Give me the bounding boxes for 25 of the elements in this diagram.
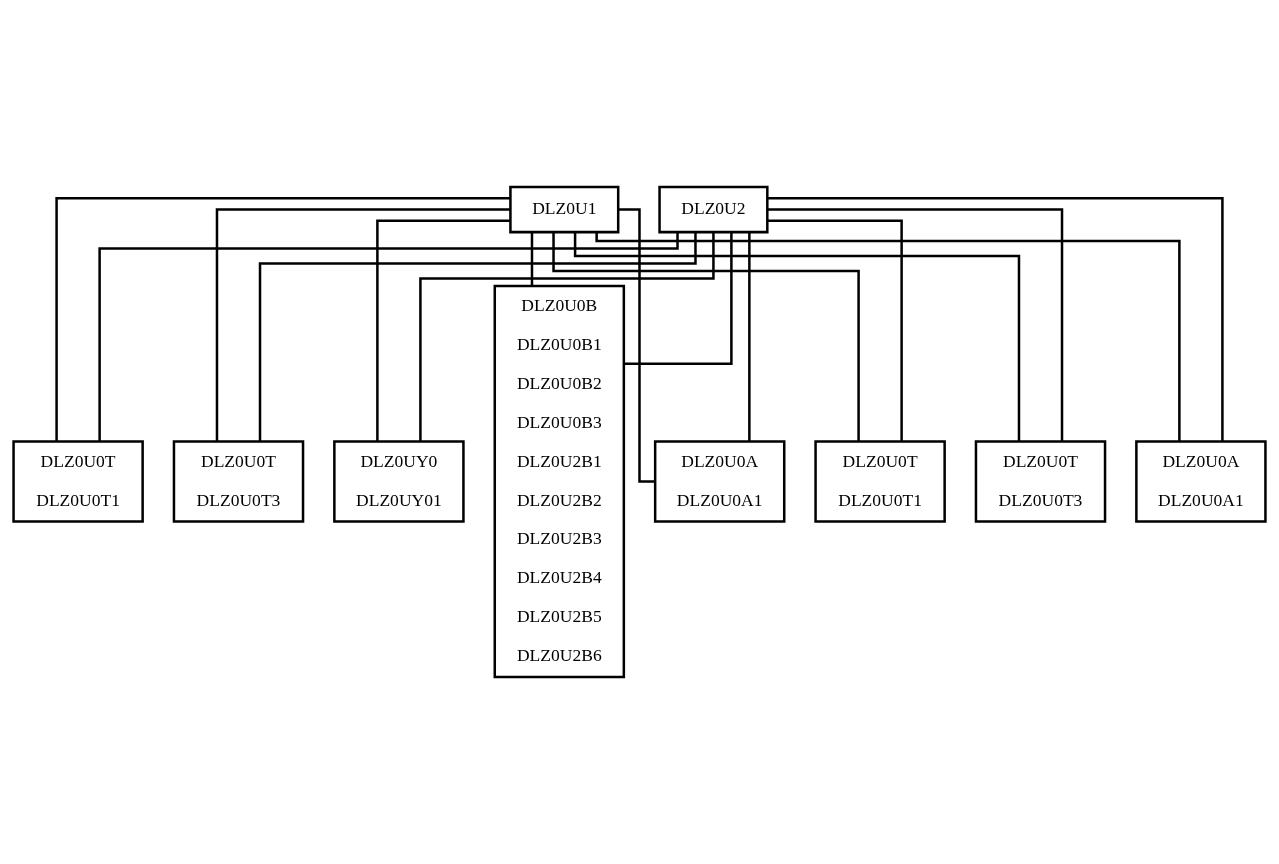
node-box: DLZ0U2 bbox=[658, 185, 769, 234]
connector bbox=[623, 232, 733, 365]
connector bbox=[552, 232, 860, 441]
connector bbox=[215, 208, 511, 442]
connector bbox=[530, 232, 534, 286]
node-box: DLZ0U0T DLZ0U0T3 bbox=[974, 440, 1107, 523]
node-box: DLZ0U0T DLZ0U0T1 bbox=[814, 440, 946, 523]
connector bbox=[376, 219, 511, 442]
connector bbox=[55, 197, 510, 441]
node-box: DLZ0U0A DLZ0U0A1 bbox=[1135, 440, 1267, 523]
connector bbox=[258, 232, 697, 441]
node-box: DLZ0U0T DLZ0U0T3 bbox=[172, 440, 305, 523]
connector bbox=[767, 197, 1224, 441]
connector bbox=[573, 232, 1021, 442]
connector bbox=[767, 219, 903, 442]
node-box: DLZ0U0A DLZ0U0A1 bbox=[653, 440, 786, 523]
node-box: DLZ0U0T DLZ0U0T1 bbox=[12, 440, 144, 523]
connector bbox=[767, 208, 1064, 442]
connector bbox=[98, 232, 679, 441]
node-box: DLZ0UY0 DLZ0UY01 bbox=[333, 440, 465, 523]
connector bbox=[748, 232, 751, 442]
node-box: DLZ0U1 bbox=[509, 185, 620, 234]
node-box: DLZ0U0B DLZ0U0B1 DLZ0U0B2 DLZ0U0B3 DLZ0U2B1 DLZ0U2B2 DLZ0U2B3 DLZ0U2B4 DLZ0U2B5 DLZ0U2B6 bbox=[493, 284, 626, 679]
connector bbox=[419, 232, 715, 442]
connector bbox=[595, 232, 1181, 442]
